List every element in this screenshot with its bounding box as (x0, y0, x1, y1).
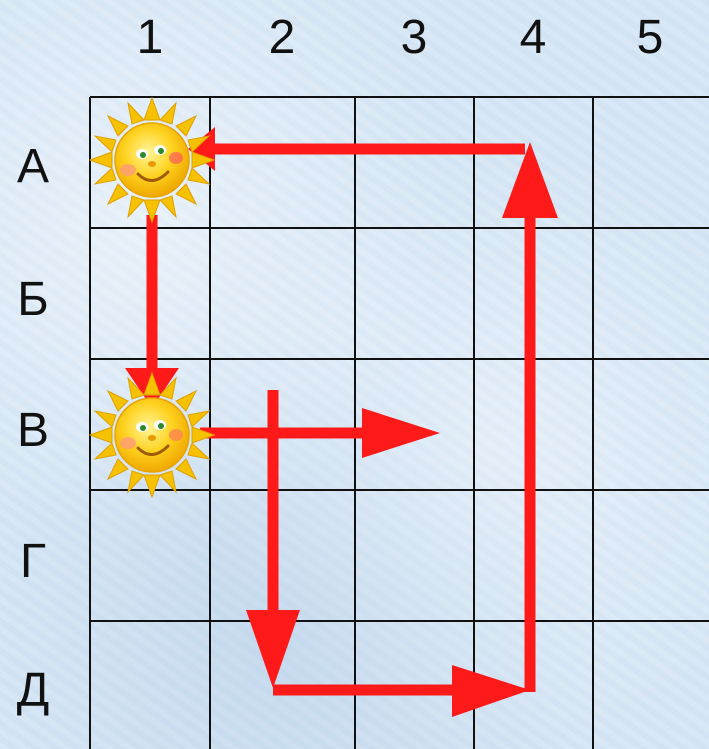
sun-icon (90, 373, 214, 497)
arrow-head (452, 665, 530, 717)
sun-icon (90, 98, 214, 222)
arrow-head (246, 610, 300, 688)
arrow-head (362, 408, 440, 458)
